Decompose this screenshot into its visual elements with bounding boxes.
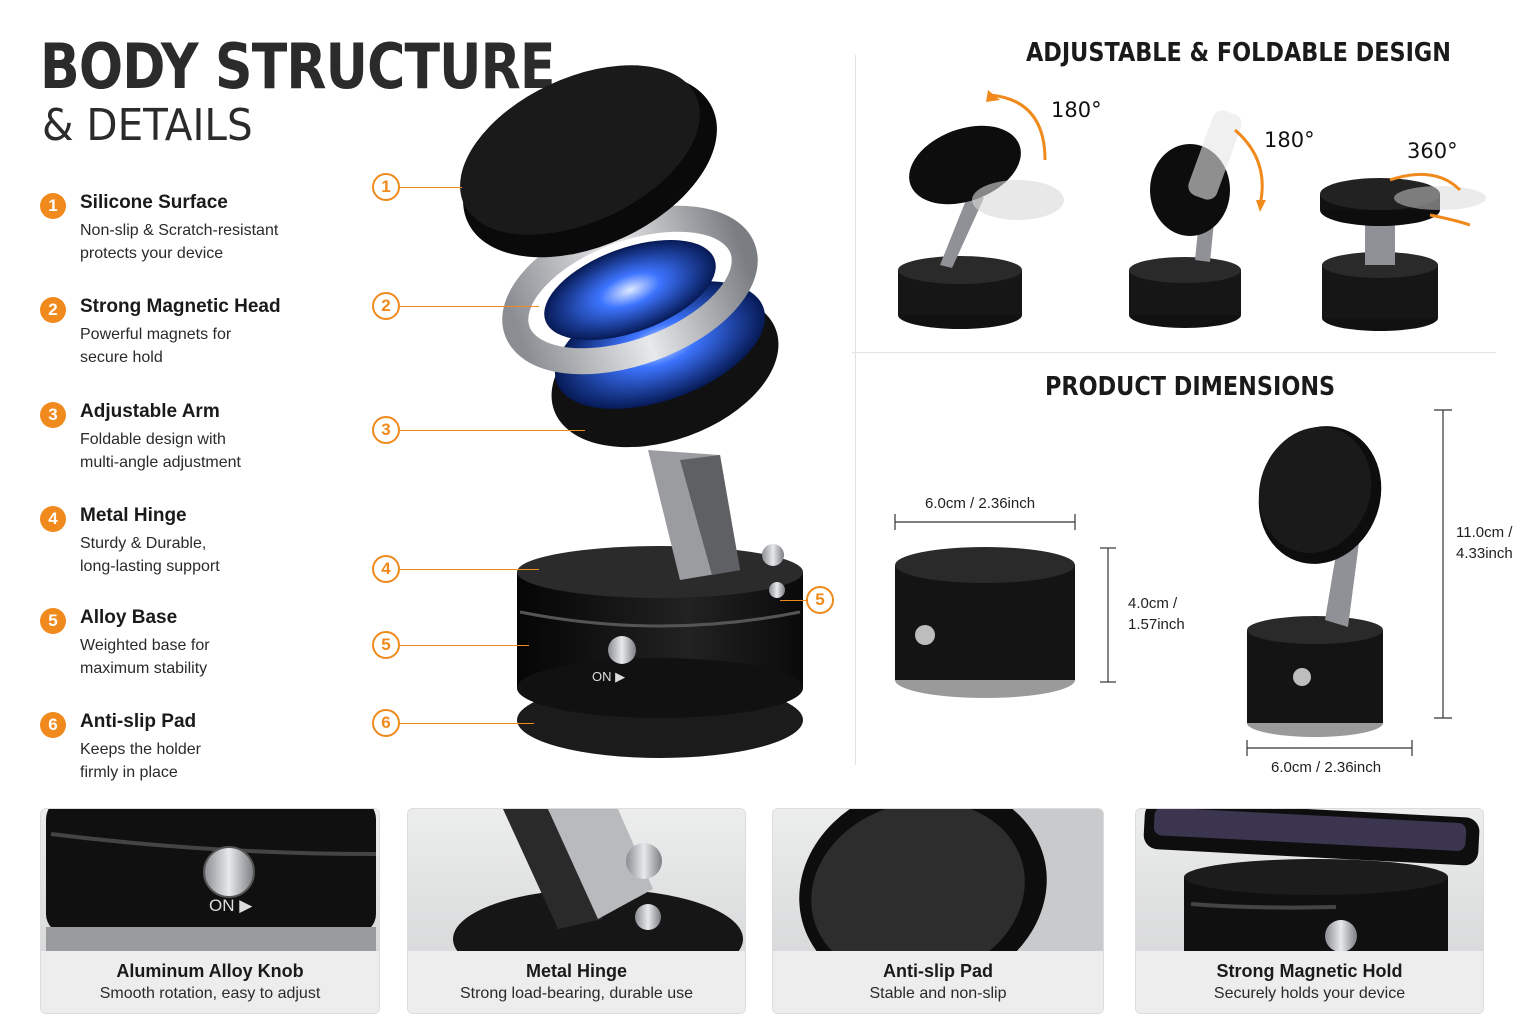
full-width-label: 6.0cm / 2.36inch (1271, 759, 1382, 776)
feature-title: Strong Magnetic Head (80, 296, 281, 317)
angle-label-1: 180° (1051, 98, 1102, 122)
hinge-closeup-photo (408, 809, 745, 989)
fold-view-2 (1129, 110, 1266, 328)
angle-label-3: 360° (1407, 139, 1458, 163)
card-title: Aluminum Alloy Knob (116, 961, 304, 981)
base-height-label-a: 4.0cm / (1128, 595, 1178, 612)
feature-title: Alloy Base (80, 607, 178, 628)
callout-5-hinge: 5 (806, 586, 834, 614)
adjustable-title: ADJUSTABLE & FOLDABLE DESIGN (1026, 38, 1451, 68)
feature-title: Silicone Surface (80, 192, 228, 213)
callout-2: 2 (372, 292, 400, 320)
card-title: Metal Hinge (525, 961, 627, 981)
base-height-label-b: 1.57inch (1128, 616, 1185, 633)
fold-view-3 (1320, 172, 1486, 331)
angle-label-2: 180° (1264, 128, 1315, 152)
exploded-product-illustration: ON ▶ (460, 65, 803, 758)
card-title: Anti-slip Pad (882, 961, 993, 981)
fold-view-1 (898, 90, 1064, 329)
callout-5: 5 (372, 631, 400, 659)
callout-3: 3 (372, 416, 400, 444)
card-desc: Smooth rotation, easy to adjust (99, 985, 321, 1002)
detail-card-magnetic: Strong Magnetic Hold Securely holds your… (1135, 808, 1484, 1014)
page-subtitle: & DETAILS (42, 100, 253, 151)
card-title: Strong Magnetic Hold (1216, 961, 1403, 981)
total-height-label-a: 11.0cm / (1456, 524, 1513, 541)
callout-6: 6 (372, 709, 400, 737)
detail-card-knob: ON ▶ Aluminum Alloy Knob Smooth rotation… (40, 808, 380, 1014)
product-on-label: ON ▶ (592, 669, 625, 684)
dimensions-title: PRODUCT DIMENSIONS (1045, 372, 1336, 402)
feature-number: 3 (40, 402, 66, 428)
pad-closeup-photo (773, 809, 1103, 996)
detail-card-pad: Anti-slip Pad Stable and non-slip (772, 808, 1104, 1014)
feature-number: 1 (40, 193, 66, 219)
feature-number: 4 (40, 506, 66, 532)
feature-title: Adjustable Arm (80, 401, 220, 422)
card-desc: Strong load-bearing, durable use (459, 985, 694, 1002)
dimension-base-drawing (894, 514, 1116, 698)
card-desc: Stable and non-slip (869, 985, 1007, 1002)
card-desc: Securely holds your device (1213, 985, 1406, 1002)
feature-title: Anti-slip Pad (80, 711, 197, 732)
knob-on-label: ON ▶ (209, 896, 253, 915)
feature-number: 2 (40, 297, 66, 323)
dimension-full-drawing (1246, 409, 1452, 756)
magnetic-hold-photo (1136, 809, 1483, 952)
page-title: BODY STRUCTURE (40, 30, 555, 103)
detail-card-hinge: Metal Hinge Strong load-bearing, durable… (407, 808, 746, 1014)
callout-1: 1 (372, 173, 400, 201)
feature-desc: Sturdy & Durable,long-lasting support (80, 535, 220, 575)
total-height-label-b: 4.33inch (1456, 545, 1513, 562)
feature-title: Metal Hinge (80, 505, 187, 526)
base-width-label: 6.0cm / 2.36inch (925, 495, 1036, 512)
knob-closeup-photo: ON ▶ (41, 809, 379, 951)
feature-number: 6 (40, 712, 66, 738)
callout-4: 4 (372, 555, 400, 583)
feature-number: 5 (40, 608, 66, 634)
